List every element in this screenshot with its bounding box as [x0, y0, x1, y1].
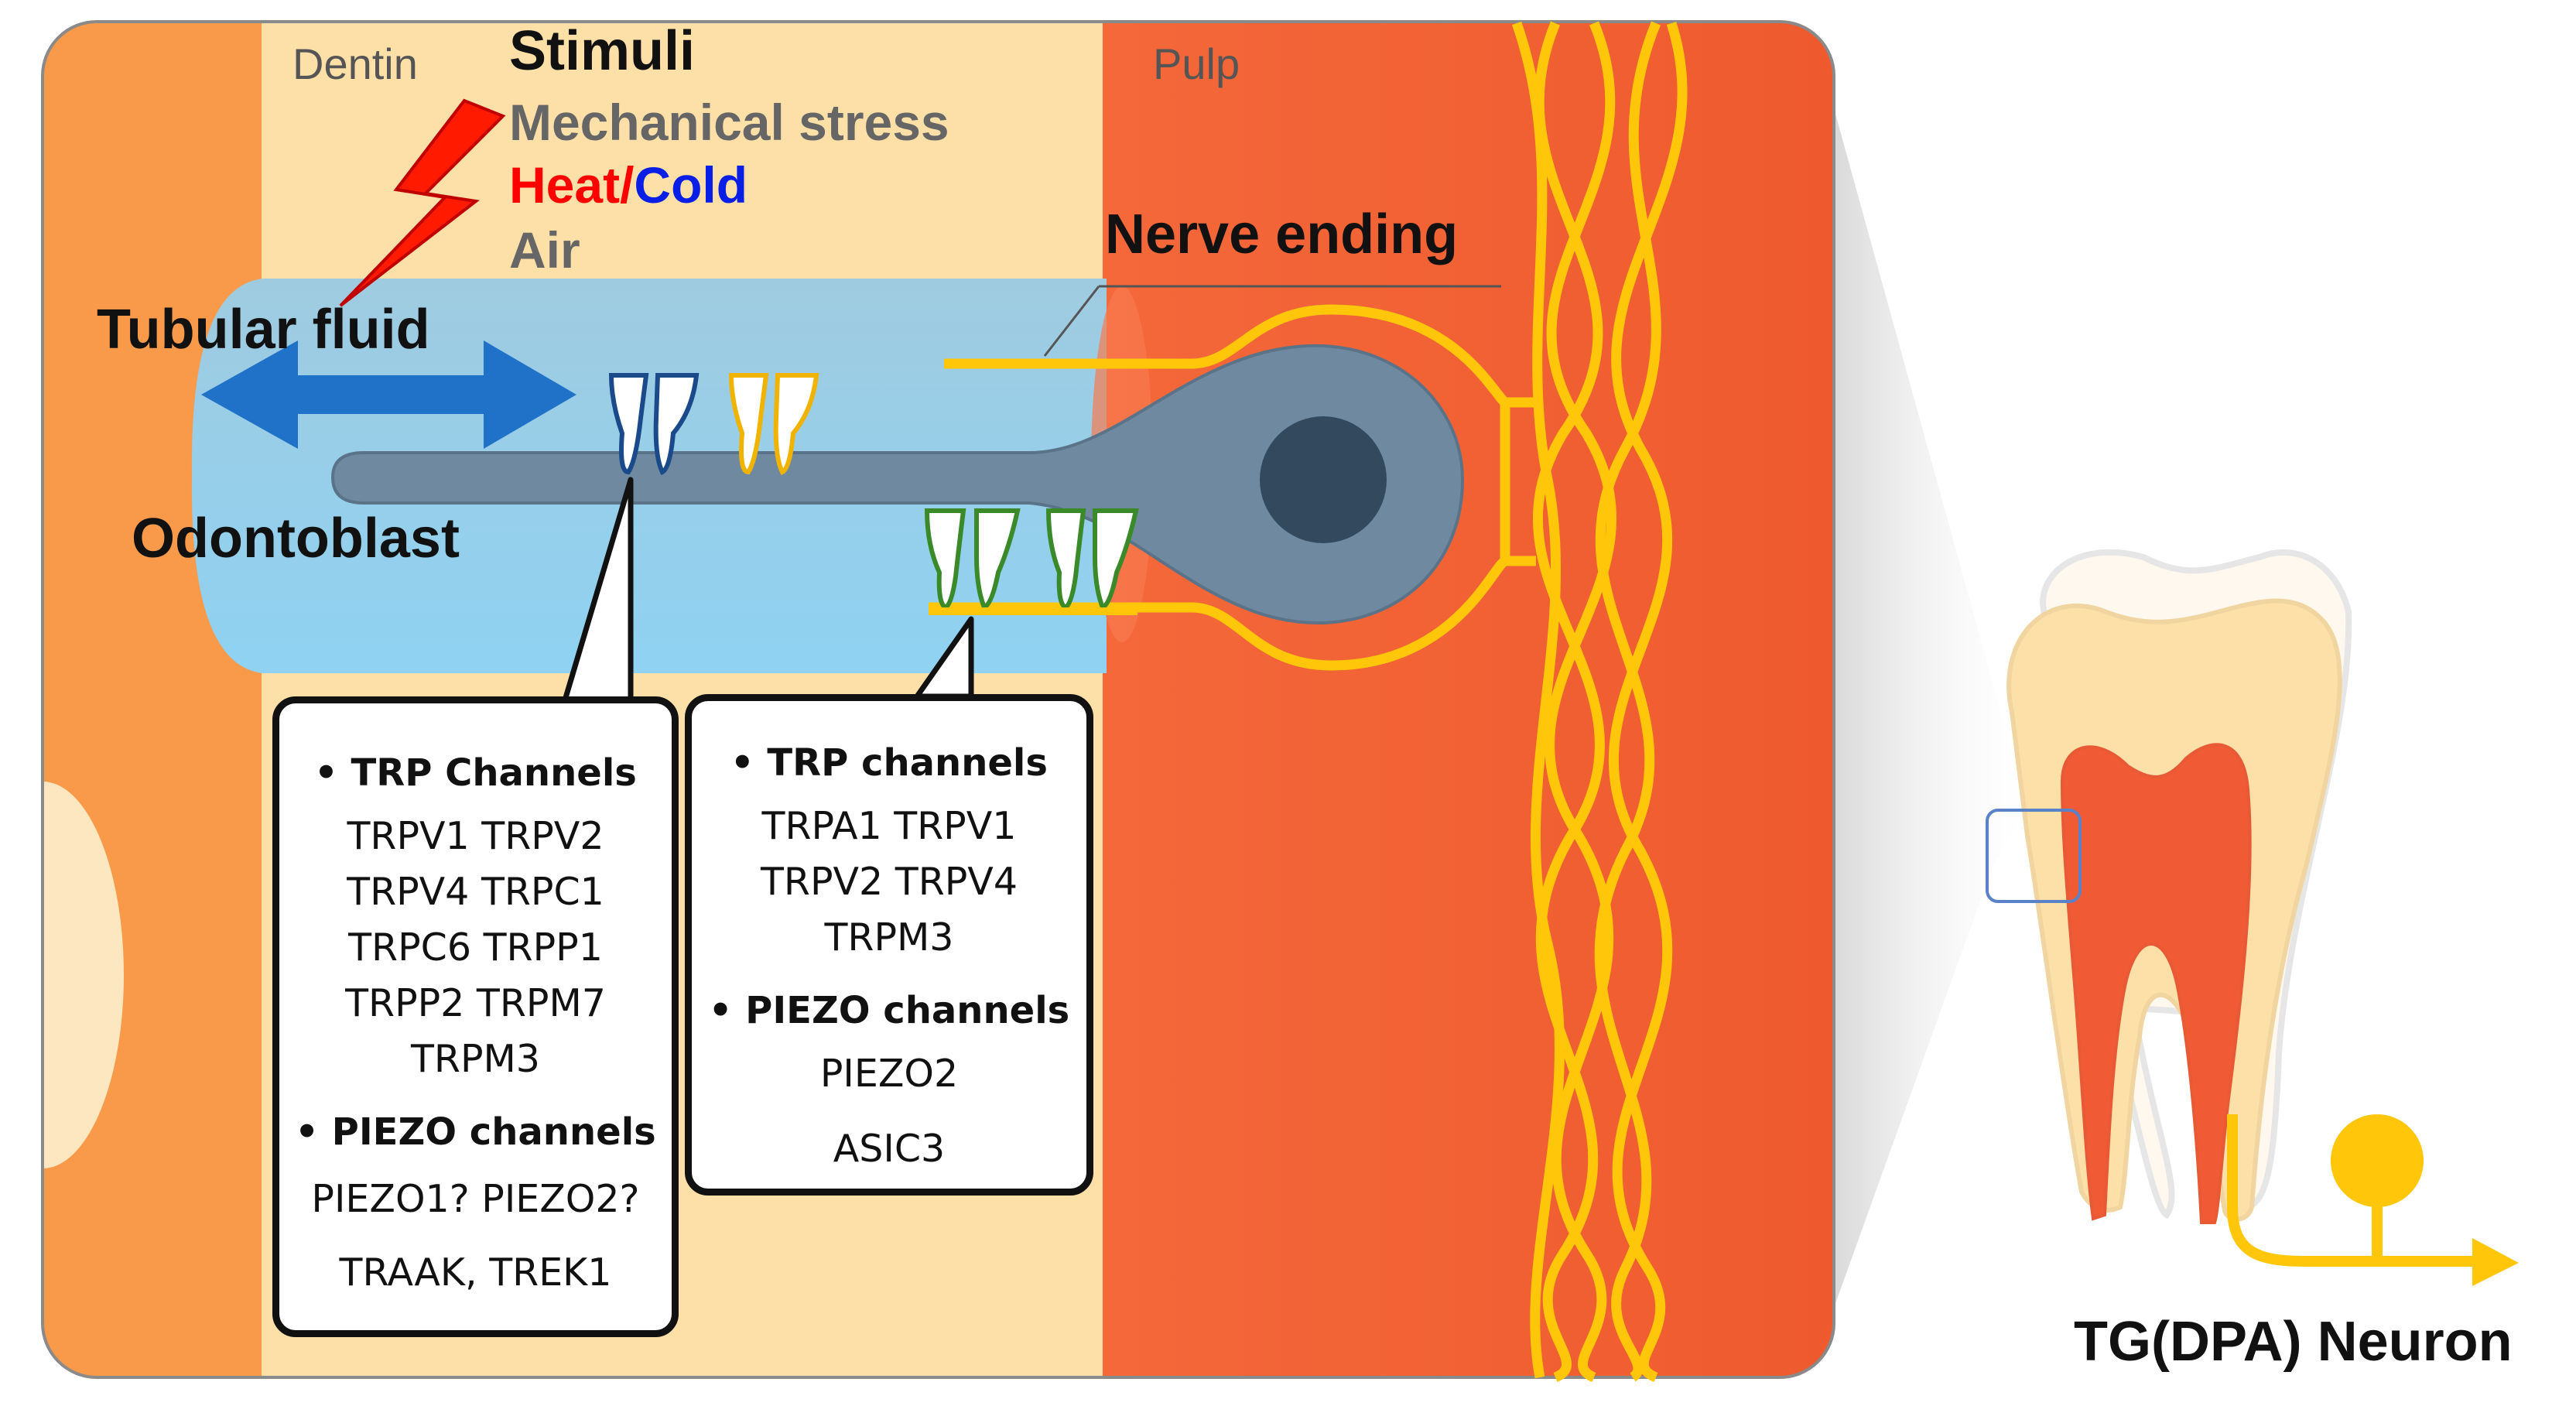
odontoblast-trp-line: TRPV4 TRPC1 [347, 870, 604, 914]
nerve-channels-green [924, 508, 1139, 611]
tubular-fluid-arrow [201, 340, 576, 449]
zoom-highlight-box [1986, 809, 2082, 903]
enamel-highlight [43, 782, 124, 1168]
stimulus-air: Air [509, 221, 580, 279]
stimulus-heat: Heat [509, 156, 621, 214]
nerve-trp-line: TRPA1 TRPV1 [761, 804, 1017, 848]
stimuli-title: Stimuli [509, 20, 696, 82]
nerve-piezo-line: PIEZO2 [819, 1052, 959, 1096]
odontoblast-label: Odontoblast [132, 508, 460, 570]
odontoblast-channels-yellow [728, 373, 819, 476]
odontoblast-trp-line: TRPV1 TRPV2 [347, 814, 604, 858]
nerve-channels-box: • TRP channels TRPA1 TRPV1 TRPV2 TRPV4 T… [685, 694, 1093, 1196]
pulp-label: Pulp [1153, 39, 1240, 88]
pulp-region [1103, 22, 1834, 1377]
nerve-piezo-header: • PIEZO channels [708, 989, 1070, 1032]
dentin-label: Dentin [292, 39, 418, 88]
odontoblast-nucleus [1260, 416, 1387, 543]
nerve-ending-loop [929, 304, 1536, 671]
odontoblast-piezo-line: PIEZO1? PIEZO2? [311, 1177, 640, 1221]
stimulus-cold: Cold [634, 156, 748, 214]
stimulus-mechanical: Mechanical stress [509, 94, 949, 151]
zoom-cone [1834, 108, 2027, 1308]
odontoblast-trp-header: • TRP Channels [314, 751, 637, 795]
odontoblast-trp-line: TRPC6 TRPP1 [348, 925, 603, 970]
nerve-asic-line: ASIC3 [833, 1127, 946, 1171]
tg-neuron [2227, 1114, 2519, 1286]
panel-border [41, 20, 1835, 1379]
nerve-trp-line: TRPM3 [824, 915, 954, 960]
nerve-plexus [1511, 21, 1688, 1383]
odontoblast-trp-line: TRPM3 [411, 1037, 540, 1081]
nerve-trp-header: • TRP channels [730, 741, 1048, 785]
odontoblast-k2p-line: TRAAK, TREK1 [339, 1250, 612, 1295]
stimulus-slash: / [620, 156, 635, 214]
stimulus-thermal: Heat/Cold [509, 159, 747, 210]
odontoblast-cell [330, 344, 1465, 624]
tubular-fluid-label: Tubular fluid [97, 299, 430, 361]
odontoblast-piezo-header: • PIEZO channels [295, 1110, 656, 1154]
nerve-ending-label: Nerve ending [1105, 204, 1459, 265]
tg-neuron-label: TG(DPA) Neuron [2074, 1311, 2513, 1373]
nerve-ending-leader [1043, 286, 1100, 357]
tooth-illustration [1986, 549, 2352, 1224]
enamel-region [43, 22, 267, 1377]
odontoblast-trp-line: TRPP2 TRPM7 [345, 981, 606, 1025]
nerve-trp-line: TRPV2 TRPV4 [760, 860, 1018, 904]
stimulus-lightning-bolt [339, 98, 506, 307]
odontoblast-channels-box: • TRP Channels TRPV1 TRPV2 TRPV4 TRPC1 T… [272, 696, 679, 1337]
odontoblast-channels-blue [608, 373, 700, 476]
